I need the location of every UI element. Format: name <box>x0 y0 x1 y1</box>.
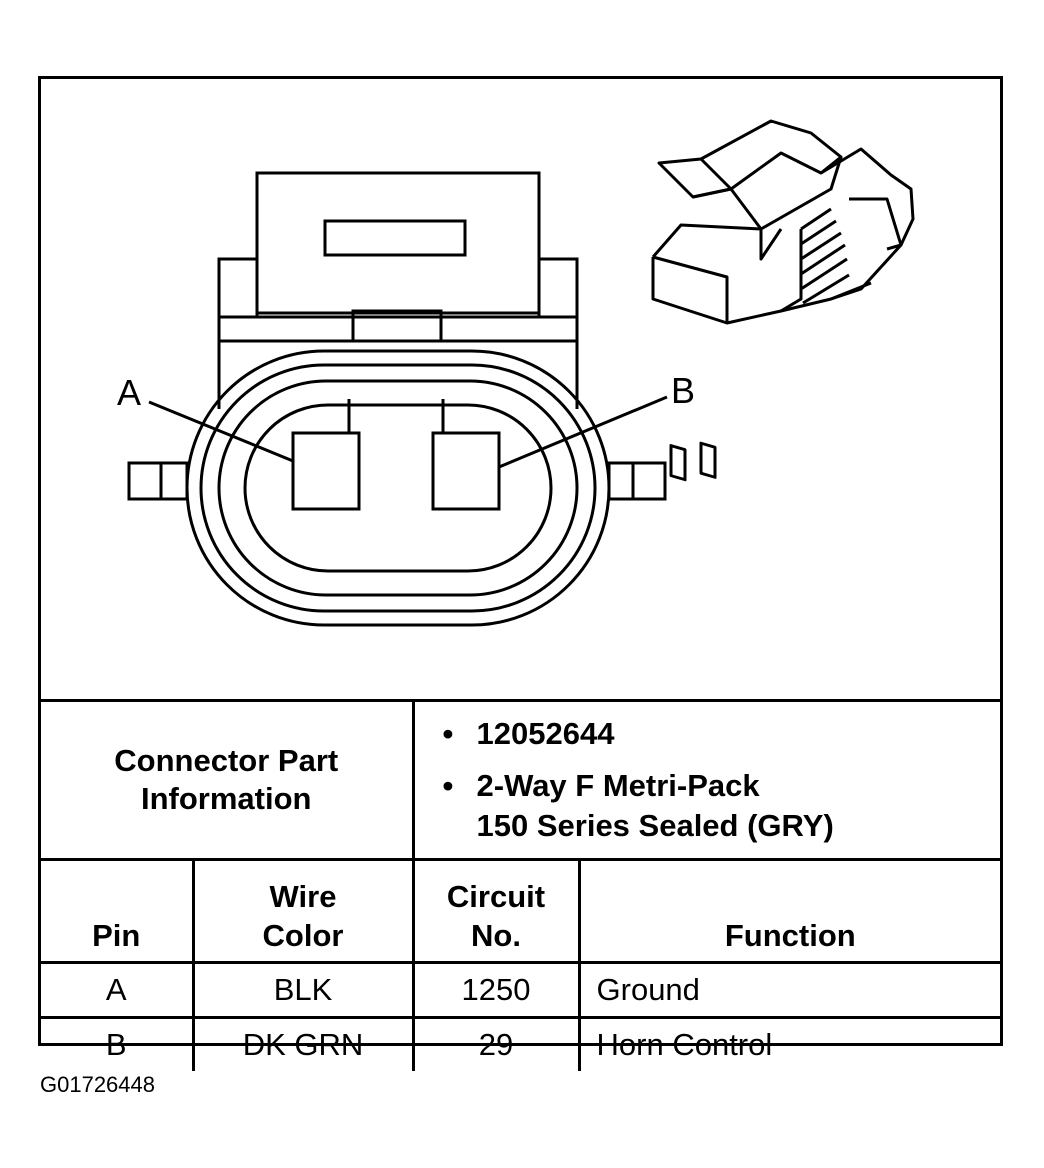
iso-seal-ribs <box>800 207 850 305</box>
iso-cavity-b <box>699 441 717 479</box>
figure-id: G01726448 <box>40 1072 155 1097</box>
header-wire-color-line2: Color <box>262 918 344 953</box>
pin-a-leader-line <box>148 400 294 463</box>
wire-color-cell: BLK <box>191 961 415 1019</box>
outer-oval-ring <box>185 349 611 627</box>
middle-oval-ring <box>199 363 597 613</box>
header-pin-label: Pin <box>92 918 141 953</box>
pin-table-header-row: Pin Wire Color Circuit No. Function <box>41 858 1001 964</box>
part-description-line2: 150 Series Sealed (GRY) <box>476 808 834 843</box>
part-description-line1: 2-Way F Metri-Pack <box>476 768 760 803</box>
locking-tab-window <box>323 219 467 257</box>
iso-front-face-edge <box>652 255 729 323</box>
pin-cell: A <box>41 961 195 1019</box>
connector-figure-frame: A B <box>38 76 1003 1071</box>
cavity-oval <box>243 403 553 573</box>
wire-color-cell: DK GRN <box>191 1016 415 1071</box>
table-row: A BLK 1250 Ground <box>41 961 1001 1019</box>
pin-cell: B <box>41 1016 195 1071</box>
terminal-b <box>431 431 501 511</box>
connector-part-label-line2: Information <box>141 781 312 816</box>
connector-part-label-line1: Connector Part <box>114 743 339 778</box>
header-pin: Pin <box>41 858 195 964</box>
part-description: 2-Way F Metri-Pack 150 Series Sealed (GR… <box>443 766 1001 846</box>
header-wire-color-line1: Wire <box>269 879 337 914</box>
connector-part-label-cell: Connector Part Information <box>41 699 415 861</box>
circuit-cell: 1250 <box>411 961 581 1019</box>
locking-tab-body <box>255 171 541 315</box>
header-circuit-line1: Circuit <box>446 879 546 914</box>
pin-b-label: B <box>671 370 695 411</box>
iso-front-top <box>651 223 783 261</box>
right-ear <box>607 461 667 501</box>
header-function-label: Function <box>724 918 856 953</box>
left-shoulder <box>217 257 259 319</box>
circuit-cell: 29 <box>411 1016 581 1071</box>
connector-info-table: Connector Part Information 12052644 2-Wa… <box>41 699 1001 1071</box>
terminal-a <box>291 431 361 511</box>
body-top-outline <box>217 315 579 409</box>
right-shoulder <box>537 257 579 319</box>
table-row: B DK GRN 29 Horn Control <box>41 1016 1001 1071</box>
function-cell: Ground <box>577 961 1001 1019</box>
header-circuit-line2: No. <box>471 918 521 953</box>
connector-part-row: Connector Part Information 12052644 2-Wa… <box>41 699 1001 861</box>
pin-a-label: A <box>117 372 141 413</box>
inner-oval-ring <box>217 379 579 597</box>
function-cell: Horn Control <box>577 1016 1001 1071</box>
connector-isometric-view <box>651 119 915 482</box>
header-circuit-no: Circuit No. <box>411 858 581 964</box>
connector-part-info-cell: 12052644 2-Way F Metri-Pack 150 Series S… <box>411 699 1001 861</box>
iso-cavity-a <box>669 444 687 482</box>
header-function: Function <box>577 858 1001 964</box>
connector-face-drawing: A B <box>117 119 915 627</box>
pin-b-leader-line <box>498 395 668 469</box>
left-ear <box>127 461 189 501</box>
connector-part-details: 12052644 2-Way F Metri-Pack 150 Series S… <box>443 714 1001 846</box>
part-number: 12052644 <box>443 714 1001 754</box>
connector-diagram: A B <box>41 79 1000 699</box>
header-wire-color: Wire Color <box>191 858 415 964</box>
iso-body-bottom <box>780 281 872 313</box>
